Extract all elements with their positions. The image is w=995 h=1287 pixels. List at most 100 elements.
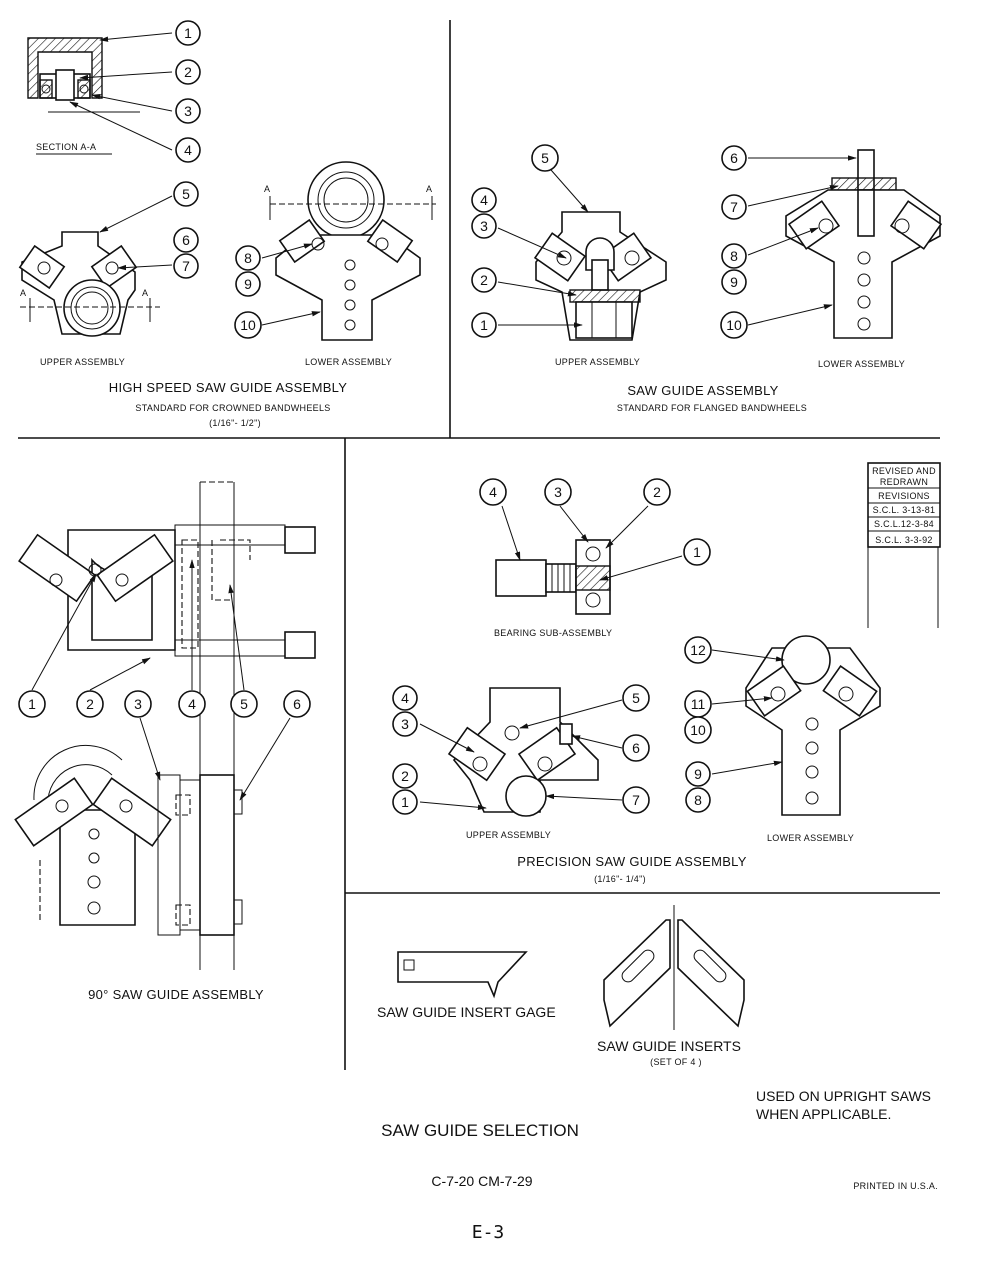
high-speed-subtitle: STANDARD FOR CROWNED BANDWHEELS [135,403,330,413]
callout-bubble: 10 [720,311,748,339]
callout-bubble: 1 [471,312,497,338]
callout-bubble: 2 [643,478,671,506]
callout-bubble: 6 [173,227,199,253]
callout-number: 3 [480,218,488,234]
bearing-sub-assembly: 4 3 2 1 BEARING SUB-ASSEMBLY [479,478,711,638]
ninety-degree-front-view [14,717,291,936]
callout-number: 10 [726,317,742,333]
callout-bubble: 4 [392,685,418,711]
callout-bubble: 3 [392,711,418,737]
callout-bubble: 8 [235,245,261,271]
callout-bubble: 3 [124,690,152,718]
high-speed-section-callouts: 1 2 3 4 SECTION A-A [36,20,201,163]
revised-line1: REVISED AND [872,466,936,476]
callout-number: 8 [244,250,252,266]
note-line2: WHEN APPLICABLE. [756,1106,891,1122]
callout-number: 3 [134,696,142,712]
saw-guide-upper-assembly: 5 4 3 2 1 UPPER ASSEMBLY [471,144,667,367]
callout-number: 4 [188,696,196,712]
ninety-degree-top-view [18,481,316,970]
drawing-codes: C-7-20 CM-7-29 [431,1173,532,1189]
saw-guide-inserts-drawing: SAW GUIDE INSERTS (SET OF 4 ) [597,905,745,1067]
footer: USED ON UPRIGHT SAWS WHEN APPLICABLE. SA… [381,1088,938,1243]
callout-number: 6 [182,232,190,248]
panel-dividers [18,20,940,1070]
callout-number: 7 [632,792,640,808]
precision-title: PRECISION SAW GUIDE ASSEMBLY [517,854,746,869]
callout-bubble: 2 [392,763,418,789]
callout-number: 4 [480,192,488,208]
callout-number: 2 [653,484,661,500]
callout-number: 1 [401,794,409,810]
callout-number: 4 [184,142,192,158]
lower-assembly-label: LOWER ASSEMBLY [818,359,905,369]
inserts-label: SAW GUIDE INSERTS [597,1038,741,1054]
revision-row: S.C.L.12-3-84 [874,519,934,529]
section-mark-left: A [264,184,270,194]
callout-bubble: 4 [178,690,206,718]
upper-assembly-label: UPPER ASSEMBLY [40,357,125,367]
callout-bubble: 1 [175,20,201,46]
callout-bubble: 6 [721,145,747,171]
callout-bubble: 4 [471,187,497,213]
callout-bubble: 2 [76,690,104,718]
callout-bubble: 6 [622,734,650,762]
saw-guide-subtitle: STANDARD FOR FLANGED BANDWHEELS [617,403,807,413]
callout-bubble: 3 [175,98,201,124]
callout-number: 8 [694,792,702,808]
callout-number: 6 [730,150,738,166]
callout-number: 7 [730,199,738,215]
insert-gage-label: SAW GUIDE INSERT GAGE [377,1004,556,1020]
high-speed-section-drawing [27,37,140,113]
lower-assembly-label: LOWER ASSEMBLY [767,833,854,843]
high-speed-upper-assembly: A A 5 6 7 UPPER ASSEMBLY [18,181,199,367]
callout-bubble: 9 [235,271,261,297]
note-line1: USED ON UPRIGHT SAWS [756,1088,931,1104]
callout-bubble: 4 [175,137,201,163]
callout-bubble: 4 [479,478,507,506]
callout-number: 2 [86,696,94,712]
callout-bubble: 12 [684,636,712,664]
callout-bubble: 7 [721,194,747,220]
callout-bubble: 10 [684,716,712,744]
callout-number: 9 [244,276,252,292]
callout-bubble: 1 [392,789,418,815]
revised-line2: REDRAWN [880,477,928,487]
callout-number: 1 [184,25,192,41]
callout-bubble: 6 [283,690,311,718]
callout-number: 11 [691,696,706,712]
callout-number: 9 [730,274,738,290]
callout-bubble: 9 [685,761,711,787]
callout-number: 2 [480,272,488,288]
inserts-sub: (SET OF 4 ) [650,1057,702,1067]
callout-bubble: 2 [175,59,201,85]
callout-bubble: 5 [531,144,559,172]
high-speed-lower-assembly: A A 8 9 10 LOWER ASSEMBLY [234,161,436,367]
callout-number: 4 [401,690,409,706]
saw-guide-title: SAW GUIDE ASSEMBLY [627,383,778,398]
upper-assembly-label: UPPER ASSEMBLY [466,830,551,840]
precision-lower-assembly: 12 11 10 9 8 LOWER ASSEMBLY [684,635,881,843]
bearing-label: BEARING SUB-ASSEMBLY [494,628,612,638]
callout-number: 10 [690,722,706,738]
callout-bubble: 5 [622,684,650,712]
callout-number: 1 [480,317,488,333]
precision-range: (1/16"- 1/4") [594,874,646,884]
callout-number: 12 [690,642,706,658]
callout-number: 5 [240,696,248,712]
callout-number: 6 [293,696,301,712]
callout-number: 6 [632,740,640,756]
revisions-title: REVISIONS [878,491,930,501]
section-mark-left: A [20,288,26,298]
callout-bubble: 11 [684,690,712,718]
callout-number: 3 [401,716,409,732]
sheet-title: SAW GUIDE SELECTION [381,1121,579,1140]
callout-number: 9 [694,766,702,782]
callout-bubble: 9 [721,269,747,295]
section-mark-right: A [142,288,148,298]
precision-upper-assembly: 4 3 2 1 5 6 7 UPPER ASSEMBLY [392,684,650,840]
callout-number: 7 [182,258,190,274]
callout-bubble: 1 [683,538,711,566]
callout-number: 10 [240,317,256,333]
